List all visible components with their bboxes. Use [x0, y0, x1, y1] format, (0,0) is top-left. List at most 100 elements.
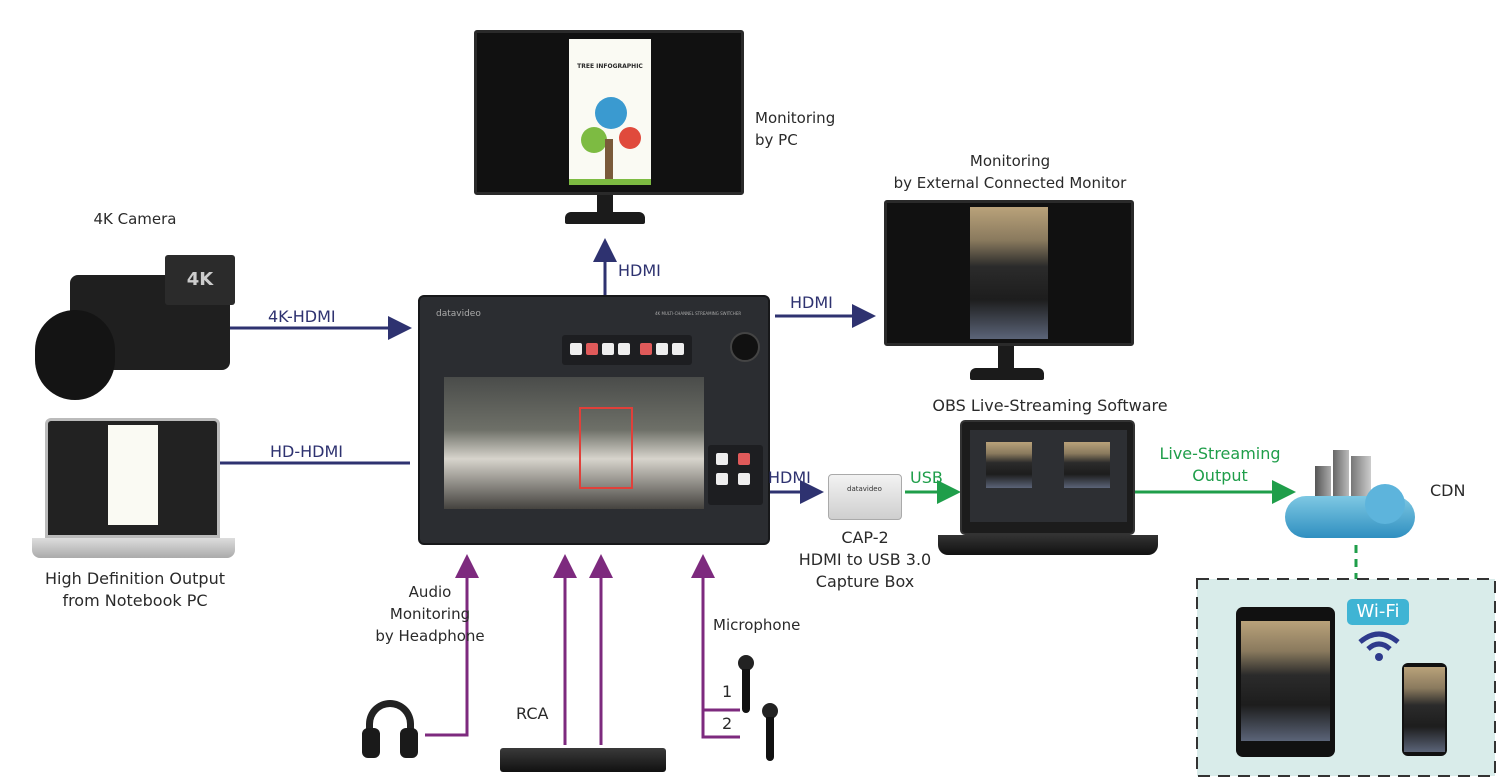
pc-monitor-base [565, 212, 645, 224]
microphone-label: Microphone [713, 616, 801, 634]
hdmi-cap-label: HDMI [768, 468, 811, 487]
infographic-title: TREE INFOGRAPHIC [577, 63, 643, 70]
cdn-server-tower [1333, 450, 1349, 510]
infographic: TREE INFOGRAPHIC [569, 39, 651, 185]
headphone-label-line-1: Audio [408, 583, 452, 601]
obs-program [1064, 442, 1110, 488]
cap-label-line-3: Capture Box [815, 572, 915, 591]
camera-label: 4K Camera [93, 210, 177, 228]
pc-monitor-stand [597, 195, 613, 213]
4k-hdmi-label: 4K-HDMI [268, 307, 336, 326]
switcher-subtitle: 4K MULTI-CHANNEL STREAMING SWITCHER [655, 311, 742, 316]
camera-lens [35, 310, 115, 400]
headphone-icon [360, 700, 420, 770]
infographic-trunk [605, 139, 613, 179]
switcher-key [716, 473, 728, 485]
infographic-circle-green [581, 127, 607, 153]
brand-logo: datavideo [436, 309, 481, 319]
mic1-label: 1 [722, 682, 733, 701]
streaming-switcher: datavideo 4K MULTI-CHANNEL STREAMING SWI… [418, 295, 770, 545]
4k-camera: 4K [30, 255, 235, 405]
switcher-keypad [708, 445, 763, 505]
cap-2-capture-box: datavideo [828, 474, 902, 520]
external-monitor [884, 200, 1134, 346]
infographic-ground [569, 179, 651, 185]
external-monitor-stand [998, 346, 1014, 370]
microphone-head [762, 703, 778, 719]
switcher-button [618, 343, 630, 355]
headphone-band [366, 700, 414, 740]
obs-laptop [960, 420, 1135, 535]
tablet [1236, 607, 1335, 757]
cdn-cloud-icon [1285, 450, 1415, 542]
smartphone [1402, 663, 1447, 756]
microphone-1-icon [738, 655, 754, 713]
notebook-keyboard-base [32, 538, 235, 558]
live-output-label-line-1: Live-Streaming [1159, 444, 1281, 463]
monitoring-ext-label: Monitoring by External Connected Monitor [880, 150, 1140, 194]
mic2-label: 2 [722, 714, 733, 733]
infographic-circle-red [619, 127, 641, 149]
switcher-key [716, 453, 728, 465]
switcher-button [602, 343, 614, 355]
wifi-badge: Wi-Fi [1347, 599, 1409, 625]
obs-label: OBS Live-Streaming Software [932, 396, 1168, 415]
microphone-2-icon [762, 703, 778, 761]
switcher-button [640, 343, 652, 355]
external-monitor-base [970, 368, 1044, 380]
rca-label: RCA [516, 704, 549, 723]
usb-label: USB [910, 468, 943, 487]
notebook-label-line-1: High Definition Output [45, 569, 225, 588]
switcher-key [738, 473, 750, 485]
cap-label-line-2: HDMI to USB 3.0 [798, 550, 932, 569]
obs-preview [986, 442, 1032, 488]
live-output-label-line-2: Output [1192, 466, 1248, 485]
notebook-infographic [108, 425, 158, 525]
dvd-player [500, 748, 666, 772]
notebook-label-line-2: from Notebook PC [62, 591, 208, 610]
hdmi-top-label: HDMI [618, 261, 661, 280]
monitoring-pc-label-line-2: by PC [755, 131, 798, 149]
headphone-label-line-3: by Headphone [375, 627, 485, 645]
cdn-cloud-puff [1365, 484, 1405, 524]
mic-line [691, 554, 740, 739]
pc-monitor: TREE INFOGRAPHIC [474, 30, 744, 195]
switcher-button-panel [562, 335, 692, 365]
monitoring-ext-label-line-1: Monitoring [969, 152, 1051, 170]
cdn-label: CDN [1430, 481, 1466, 500]
obs-screen [970, 430, 1127, 522]
switcher-button [570, 343, 582, 355]
external-monitor-video [970, 207, 1048, 339]
cap-label-line-1: CAP-2 [841, 528, 889, 547]
headphone-line [425, 554, 479, 737]
switcher-button [656, 343, 668, 355]
switcher-button [672, 343, 684, 355]
headphone-ear-cup [400, 728, 418, 758]
monitoring-pc-label: Monitoring by PC [755, 107, 835, 151]
hd-hdmi-label: HD-HDMI [270, 442, 343, 461]
notebook-label: High Definition Output from Notebook PC [15, 568, 255, 612]
tablet-screen [1241, 621, 1330, 741]
infographic-circle-blue [595, 97, 627, 129]
switcher-preview-screen [444, 377, 704, 509]
monitoring-pc-label-line-1: Monitoring [755, 109, 836, 127]
switcher-button [586, 343, 598, 355]
preview-selection-box [579, 407, 633, 489]
hdmi-right-label: HDMI [790, 293, 833, 312]
camera-4k-badge: 4K [165, 255, 235, 305]
headphone-label-line-2: Monitoring [389, 605, 471, 623]
headphone-ear-cup [362, 728, 380, 758]
wifi-icon [1358, 631, 1400, 661]
smartphone-screen [1404, 667, 1445, 752]
switcher-joystick [730, 332, 760, 362]
switcher-key [738, 453, 750, 465]
notebook-pc [45, 418, 220, 538]
obs-laptop-base [938, 535, 1158, 555]
microphone-handle [766, 717, 774, 761]
monitoring-ext-label-line-2: by External Connected Monitor [893, 174, 1127, 192]
microphone-handle [742, 669, 750, 713]
microphone-head [738, 655, 754, 671]
